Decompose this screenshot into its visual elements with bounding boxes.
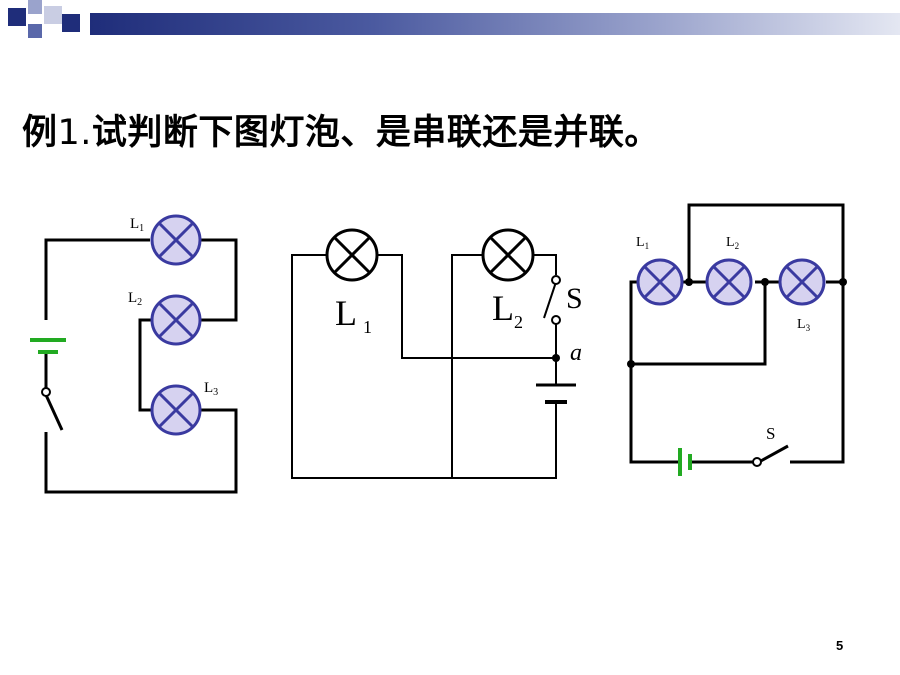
label-l2: L2 [128,290,142,308]
title-number: 1. [57,113,92,153]
label-l3: L3 [204,380,218,398]
switch-label: S [566,282,583,315]
title-prefix: 例 [22,113,58,153]
lamp-l1 [150,214,202,266]
lamp-l1 [325,228,379,282]
label-l1: L1 [130,216,144,234]
lamp-l2 [705,258,753,306]
node-label: a [570,340,582,366]
label-l1: L1 [636,235,649,251]
decor-square [62,14,80,32]
title-bar-decoration [0,0,900,50]
page-number: 5 [836,638,844,653]
page-title: 例1.试判断下图灯泡、是串联还是并联。 [22,104,660,155]
decor-square [44,6,62,24]
title-text: 试判断下图灯泡、是串联还是并联。 [91,113,660,153]
lamp-l3 [150,384,202,436]
lamp-l2 [150,294,202,346]
label-l2: L2 [726,235,739,251]
lamp-l3 [778,258,826,306]
decor-square [28,24,42,38]
lamp-l1 [636,258,684,306]
lamp-l2 [481,228,535,282]
decor-square [28,0,42,14]
label-l2: L2 [492,288,523,332]
decor-square [8,8,26,26]
switch-label: S [766,424,775,443]
gradient-bar [90,13,900,35]
label-l3: L3 [797,317,811,333]
